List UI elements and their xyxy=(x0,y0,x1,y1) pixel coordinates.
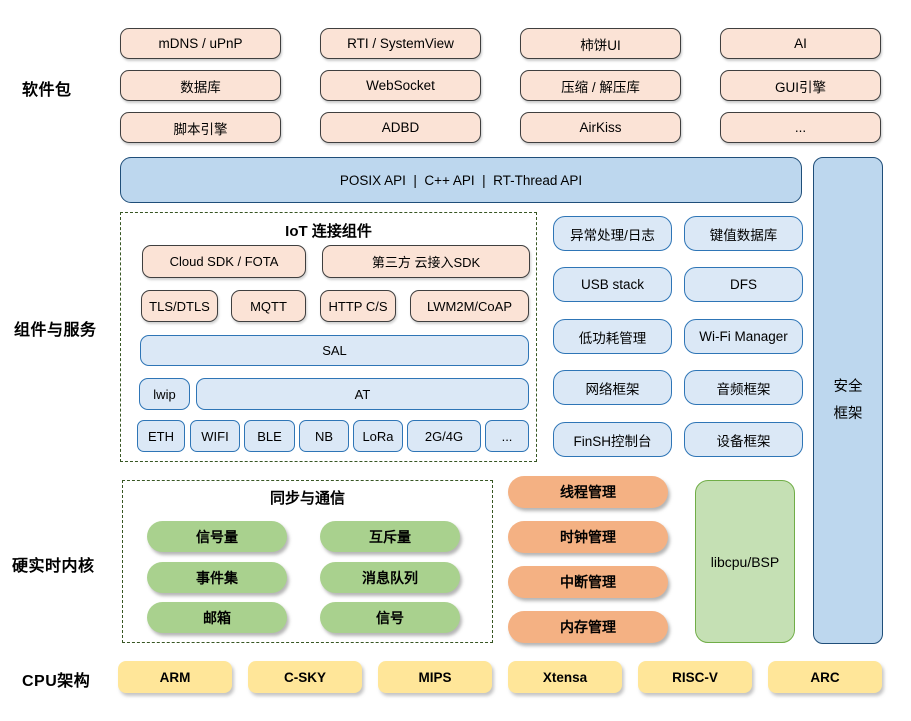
third-party-cloud-sdk-box: 第三方 云接入SDK xyxy=(322,245,530,278)
section-label-software-packages: 软件包 xyxy=(22,82,72,99)
mutex-box: 互斥量 xyxy=(320,521,460,552)
clock-management-box: 时钟管理 xyxy=(508,521,668,553)
event-set-box: 事件集 xyxy=(147,562,287,593)
package-box-persimmon-ui: 柿饼UI xyxy=(520,28,681,59)
libcpu-bsp-box: libcpu/BSP xyxy=(695,480,795,643)
arch-box-csky: C-SKY xyxy=(248,661,362,693)
package-box-more: ... xyxy=(720,112,881,143)
service-box-dfs: DFS xyxy=(684,267,803,302)
nb-box: NB xyxy=(299,420,349,452)
package-box-database: 数据库 xyxy=(120,70,281,101)
lwm2m-coap-box: LWM2M/CoAP xyxy=(410,290,529,322)
api-bar: POSIX API | C++ API | RT-Thread API xyxy=(120,157,802,203)
package-box-ai: AI xyxy=(720,28,881,59)
cloud-sdk-fota-box: Cloud SDK / FOTA xyxy=(142,245,306,278)
package-box-mdns-upnp: mDNS / uPnP xyxy=(120,28,281,59)
more-links-box: ... xyxy=(485,420,529,452)
memory-management-box: 内存管理 xyxy=(508,611,668,643)
iot-group-box xyxy=(120,212,537,462)
package-box-compression: 压缩 / 解压库 xyxy=(520,70,681,101)
arch-box-arm: ARM xyxy=(118,661,232,693)
section-label-realtime-kernel: 硬实时内核 xyxy=(12,558,95,575)
2g4g-box: 2G/4G xyxy=(407,420,481,452)
mqtt-box: MQTT xyxy=(231,290,306,322)
semaphore-box: 信号量 xyxy=(147,521,287,552)
service-box-device-framework: 设备框架 xyxy=(684,422,803,457)
lwip-box: lwip xyxy=(139,378,190,410)
arch-box-riscv: RISC-V xyxy=(638,661,752,693)
lora-box: LoRa xyxy=(353,420,403,452)
service-box-exception-log: 异常处理/日志 xyxy=(553,216,672,251)
package-box-gui-engine: GUI引擎 xyxy=(720,70,881,101)
package-box-rti-systemview: RTI / SystemView xyxy=(320,28,481,59)
service-box-usb-stack: USB stack xyxy=(553,267,672,302)
ble-box: BLE xyxy=(244,420,295,452)
mailbox-box: 邮箱 xyxy=(147,602,287,633)
sync-group-box xyxy=(122,480,493,643)
service-box-kv-database: 键值数据库 xyxy=(684,216,803,251)
section-label-components-services: 组件与服务 xyxy=(14,322,97,339)
section-label-cpu-arch: CPU架构 xyxy=(22,673,91,690)
service-box-audio-framework: 音频框架 xyxy=(684,370,803,405)
interrupt-management-box: 中断管理 xyxy=(508,566,668,598)
sync-group-title: 同步与通信 xyxy=(269,489,345,507)
arch-box-xtensa: Xtensa xyxy=(508,661,622,693)
signal-box: 信号 xyxy=(320,602,460,633)
eth-box: ETH xyxy=(137,420,185,452)
sal-box: SAL xyxy=(140,335,529,366)
at-box: AT xyxy=(196,378,529,410)
service-box-wifi-manager: Wi-Fi Manager xyxy=(684,319,803,354)
message-queue-box: 消息队列 xyxy=(320,562,460,593)
package-box-airkiss: AirKiss xyxy=(520,112,681,143)
iot-group-title: IoT 连接组件 xyxy=(285,222,372,240)
package-box-websocket: WebSocket xyxy=(320,70,481,101)
service-box-finsh-console: FinSH控制台 xyxy=(553,422,672,457)
arch-box-arc: ARC xyxy=(768,661,882,693)
wifi-box: WIFI xyxy=(190,420,240,452)
package-box-script-engine: 脚本引擎 xyxy=(120,112,281,143)
service-box-network-framework: 网络框架 xyxy=(553,370,672,405)
tls-dtls-box: TLS/DTLS xyxy=(141,290,218,322)
http-cs-box: HTTP C/S xyxy=(320,290,396,322)
security-framework-box: 安全 框架 xyxy=(813,157,883,644)
thread-management-box: 线程管理 xyxy=(508,476,668,508)
arch-box-mips: MIPS xyxy=(378,661,492,693)
package-box-adbd: ADBD xyxy=(320,112,481,143)
service-box-low-power: 低功耗管理 xyxy=(553,319,672,354)
